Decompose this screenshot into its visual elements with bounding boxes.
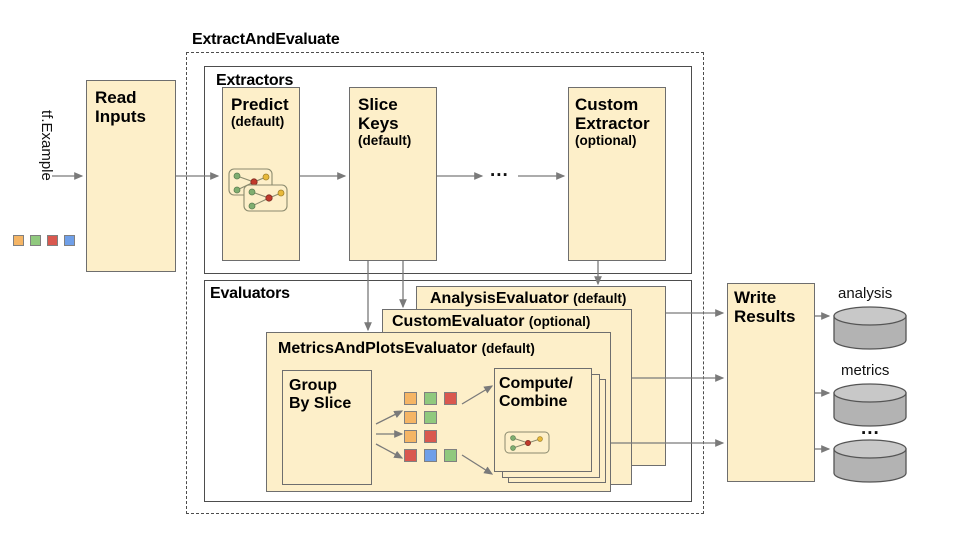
- node-custom-evaluator-label: CustomEvaluator (optional): [392, 313, 591, 330]
- output-label-metrics: metrics: [841, 362, 890, 379]
- slice-swatch-green: [444, 449, 457, 462]
- database-icon-analysis[interactable]: [832, 306, 916, 352]
- legend-swatch-green: [30, 235, 41, 246]
- extractors-ellipsis: ...: [490, 160, 509, 181]
- slice-swatch-red: [444, 392, 457, 405]
- slice-swatch-green: [424, 411, 437, 424]
- node-group-by-slice[interactable]: [282, 370, 372, 485]
- group-extract-and-evaluate: [186, 52, 704, 514]
- small-model-graph-icon: [504, 431, 550, 454]
- node-write-results[interactable]: [727, 283, 815, 482]
- slice-swatch-orange: [404, 392, 417, 405]
- database-icon-more[interactable]: [832, 439, 916, 485]
- group-label-evaluators: Evaluators: [210, 285, 290, 302]
- legend-swatch-orange: [13, 235, 24, 246]
- input-label-tf-example: tf.Example: [38, 110, 55, 181]
- node-analysis-evaluator-label: AnalysisEvaluator (default): [430, 290, 627, 307]
- group-label-extract-and-evaluate: ExtractAndEvaluate: [192, 31, 340, 48]
- legend-swatches: [13, 235, 83, 249]
- database-icon-metrics[interactable]: [832, 383, 916, 429]
- node-read-inputs[interactable]: [86, 80, 176, 272]
- slice-swatch-green: [424, 392, 437, 405]
- node-metrics-and-plots-evaluator-label: MetricsAndPlotsEvaluator (default): [278, 340, 535, 357]
- slice-swatch-orange: [404, 430, 417, 443]
- node-predict-label: Predict(default): [231, 95, 289, 130]
- slice-swatch-blue: [424, 449, 437, 462]
- group-label-extractors: Extractors: [216, 72, 294, 89]
- output-label-more: ...: [861, 418, 880, 439]
- slice-swatch-grid: [404, 392, 468, 464]
- legend-swatch-red: [47, 235, 58, 246]
- slice-swatch-red: [404, 449, 417, 462]
- node-custom-extractor[interactable]: [568, 87, 666, 261]
- node-compute-combine[interactable]: [494, 368, 592, 472]
- output-label-analysis: analysis: [838, 285, 893, 302]
- node-slice-keys[interactable]: [349, 87, 437, 261]
- slice-swatch-orange: [404, 411, 417, 424]
- model-graph-icon: [228, 168, 288, 212]
- node-compute-combine-label: Compute/Combine: [499, 375, 573, 411]
- slice-swatch-red: [424, 430, 437, 443]
- legend-swatch-blue: [64, 235, 75, 246]
